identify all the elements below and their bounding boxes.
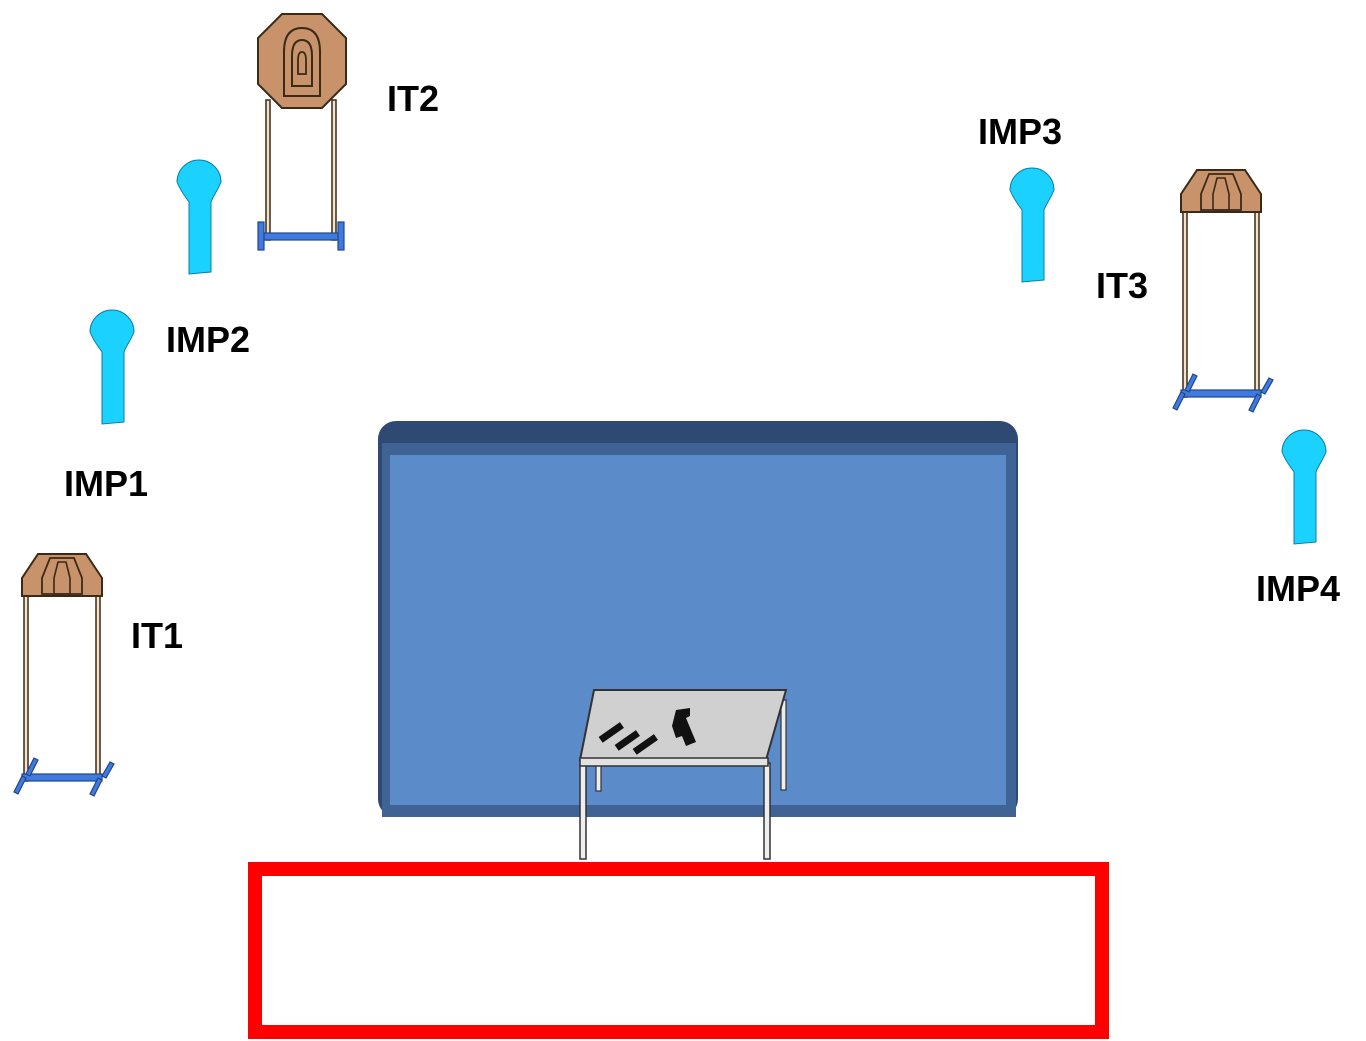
table-icon bbox=[578, 689, 788, 860]
magazine-icon bbox=[598, 722, 658, 755]
target-it2 bbox=[257, 13, 347, 251]
no-shoot-imp1 bbox=[89, 309, 135, 425]
label-imp3: IMP3 bbox=[978, 111, 1062, 152]
label-it2: IT2 bbox=[387, 78, 439, 119]
label-imp4: IMP4 bbox=[1256, 568, 1340, 609]
no-shoot-imp4 bbox=[1281, 429, 1327, 545]
shooting-area-fault-line bbox=[248, 862, 1109, 1039]
target-it3 bbox=[1172, 169, 1274, 413]
no-shoot-imp2 bbox=[176, 159, 222, 275]
wall-barricade bbox=[378, 421, 1018, 817]
pistol-icon bbox=[672, 708, 696, 746]
label-imp1: IMP1 bbox=[64, 463, 148, 504]
label-imp2: IMP2 bbox=[166, 319, 250, 360]
label-it1: IT1 bbox=[131, 615, 183, 656]
target-it1 bbox=[13, 553, 115, 797]
no-shoot-imp3 bbox=[1009, 167, 1055, 283]
label-it3: IT3 bbox=[1096, 265, 1148, 306]
